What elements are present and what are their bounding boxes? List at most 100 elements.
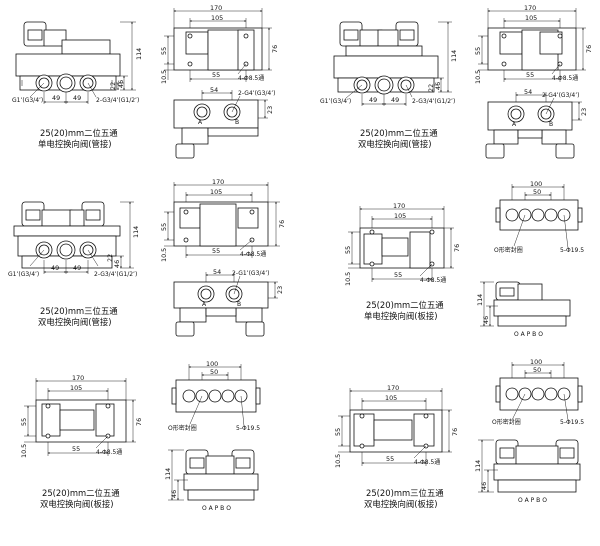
- dim-54-v3: 54: [213, 268, 221, 276]
- valve-6-side-view: 114 46 O A P B O: [474, 439, 581, 504]
- dim-55-h-v3: 55: [212, 247, 220, 255]
- dim-55-v-v2: 55: [474, 47, 482, 55]
- dim-105-v4: 105: [394, 212, 406, 220]
- caption-4-line2: 单电控换向阀(板接): [364, 311, 438, 321]
- dim-49-a2: 49: [369, 96, 377, 104]
- caption-6: 25(20)mm三位五通 双电控换向阀(板接): [364, 488, 444, 509]
- caption-5-line1: 25(20)mm二位五通: [42, 488, 120, 498]
- dim-22-v3: 22: [106, 254, 114, 262]
- dim-170-v3: 170: [212, 178, 224, 186]
- label-phi85-v2: 4-Φ8.5通: [552, 74, 578, 82]
- dim-10-5: 10.5: [160, 70, 168, 84]
- dim-100-v4: 100: [530, 180, 542, 188]
- dim-50-v4: 50: [533, 188, 541, 196]
- caption-1: 25(20)mm二位五通 单电控换向阀(管接): [38, 128, 118, 149]
- dim-49-a3: 49: [51, 264, 59, 272]
- caption-6-line1: 25(20)mm三位五通: [366, 488, 444, 498]
- dim-105-v5: 105: [70, 384, 82, 392]
- valve-6-bottom-view: 100 50 O形密封圈 5-Φ19.5: [492, 358, 584, 426]
- port-a: A: [198, 119, 203, 126]
- dim-170-v5: 170: [72, 374, 84, 382]
- dim-105: 105: [211, 14, 223, 22]
- valve-3-side-view: A B 54 2-G1’(G3/4’) 23: [173, 268, 284, 337]
- dim-105-v3: 105: [210, 188, 222, 196]
- port-b-v3: B: [237, 301, 241, 308]
- dim-54: 54: [210, 86, 218, 94]
- dim-100-v6: 100: [530, 358, 542, 366]
- dim-22: 22: [109, 82, 117, 90]
- valve-1-front-view: 114 46 22 49 49 G1’(G3/4’) 2-G3/4’(G1/2’…: [12, 21, 143, 104]
- dim-114-v4: 114: [476, 294, 484, 306]
- label-phi195-v5: 5-Φ19.5: [236, 425, 260, 432]
- valve-5-side-view: 114 46 O A P B O: [164, 449, 259, 512]
- label-g1-port-v3: G1’(G3/4’): [8, 271, 39, 278]
- port-b: B: [235, 119, 239, 126]
- label-g34-ports-v3: 2-G3/4’(G1/2’): [94, 271, 137, 278]
- dim-55-h-v4: 55: [394, 271, 402, 279]
- valve-4-top-view: 170 105 76 55 10.5 55 4-Φ8.5通: [344, 202, 461, 286]
- dim-55-h-v5: 55: [72, 445, 80, 453]
- dim-55-v-v6: 55: [334, 428, 342, 436]
- caption-2-line1: 25(20)mm二位五通: [360, 128, 438, 138]
- label-g4-ports: 2-G4’(G3/4’): [238, 90, 275, 97]
- port-a-v3: A: [202, 301, 207, 308]
- caption-5-line2: 双电控换向阀(板接): [40, 499, 114, 509]
- caption-5: 25(20)mm二位五通 双电控换向阀(板接): [40, 488, 120, 509]
- dim-55-v-v5: 55: [20, 418, 28, 426]
- label-oring-v5: O形密封圈: [168, 424, 197, 432]
- label-g34-ports-v2: 2-G3/4’(G1/2’): [412, 98, 455, 105]
- dim-50-v5: 50: [210, 368, 218, 376]
- caption-3: 25(20)mm三位五通 双电控换向阀(管接): [38, 306, 118, 327]
- dim-55-v-v4: 55: [344, 246, 352, 254]
- valve-5-bottom-view: 100 50 O形密封圈 5-Φ19.5: [168, 360, 261, 432]
- label-phi195-v6: 5-Φ19.5: [560, 419, 584, 426]
- dim-170-v6: 170: [387, 384, 399, 392]
- valve-3-top-view: 170 105 76 55 10.5 55 4-Φ8.5通: [160, 178, 286, 262]
- dim-105-v6: 105: [385, 394, 397, 402]
- valve-5-top-view: 170 105 76 55 10.5 55 4-Φ8.5通: [20, 374, 143, 458]
- dim-55-h: 55: [212, 71, 220, 79]
- valve-4-side-view: 114 46 O A P B O: [476, 281, 571, 338]
- dim-76-v5: 76: [135, 418, 143, 426]
- label-oapbo-v5: O A P B O: [202, 505, 231, 512]
- caption-2: 25(20)mm二位五通 双电控换向阀(管接): [358, 128, 438, 149]
- dim-76-v6: 76: [451, 428, 459, 436]
- dim-55-h-v6: 55: [386, 455, 394, 463]
- label-phi85: 4-Φ8.5通: [238, 74, 264, 82]
- label-oapbo-v4: O A P B O: [514, 331, 543, 338]
- label-oapbo-v6: O A P B O: [518, 497, 547, 504]
- dim-170: 170: [210, 4, 222, 12]
- label-phi85-v3: 4-Φ8.5通: [240, 250, 266, 258]
- dim-10-5-v2: 10.5: [474, 70, 482, 84]
- port-b-v2: B: [549, 121, 553, 128]
- label-g1-port: G1’(G3/4’): [12, 97, 43, 104]
- caption-4: 25(20)mm二位五通 单电控换向阀(板接): [364, 300, 444, 321]
- caption-6-line2: 双电控换向阀(板接): [364, 499, 438, 509]
- dim-76-v2: 76: [585, 45, 593, 53]
- dim-76-v4: 76: [453, 244, 461, 252]
- dim-49-right: 49: [73, 94, 81, 102]
- label-phi195-v4: 5-Φ19.5: [560, 247, 584, 254]
- dim-76-v3: 76: [278, 220, 286, 228]
- label-oring-v6: O形密封圈: [492, 418, 521, 426]
- label-phi85-v5: 4-Φ8.5通: [96, 448, 122, 456]
- valve-2-side-view: A B 54 2-G4’(G3/4’) 23: [485, 88, 588, 159]
- valve-1-side-view: A B 54 2-G4’(G3/4’) 23: [173, 86, 275, 159]
- valve-2-front-view: 114 46 22 49 49 G1’(G3/4’) 2-G3/4’(G1/2’…: [320, 21, 458, 106]
- dim-23: 23: [266, 106, 274, 114]
- dim-114-v2: 114: [450, 50, 458, 62]
- dim-55-v-v3: 55: [160, 223, 168, 231]
- dim-76: 76: [271, 45, 279, 53]
- dim-170-v2: 170: [524, 4, 536, 12]
- label-g1-ports-v3: 2-G1’(G3/4’): [232, 270, 269, 277]
- dim-54-v2: 54: [524, 88, 532, 96]
- label-g4-ports-v2: 2-G4’(G3/4’): [542, 92, 579, 99]
- caption-1-line1: 25(20)mm二位五通: [40, 128, 118, 138]
- dim-105-v2: 105: [525, 14, 537, 22]
- label-phi85-v6: 4-Φ8.5通: [414, 458, 440, 466]
- dim-49-left: 49: [52, 94, 60, 102]
- dim-170-v4: 170: [393, 202, 405, 210]
- caption-4-line1: 25(20)mm二位五通: [366, 300, 444, 310]
